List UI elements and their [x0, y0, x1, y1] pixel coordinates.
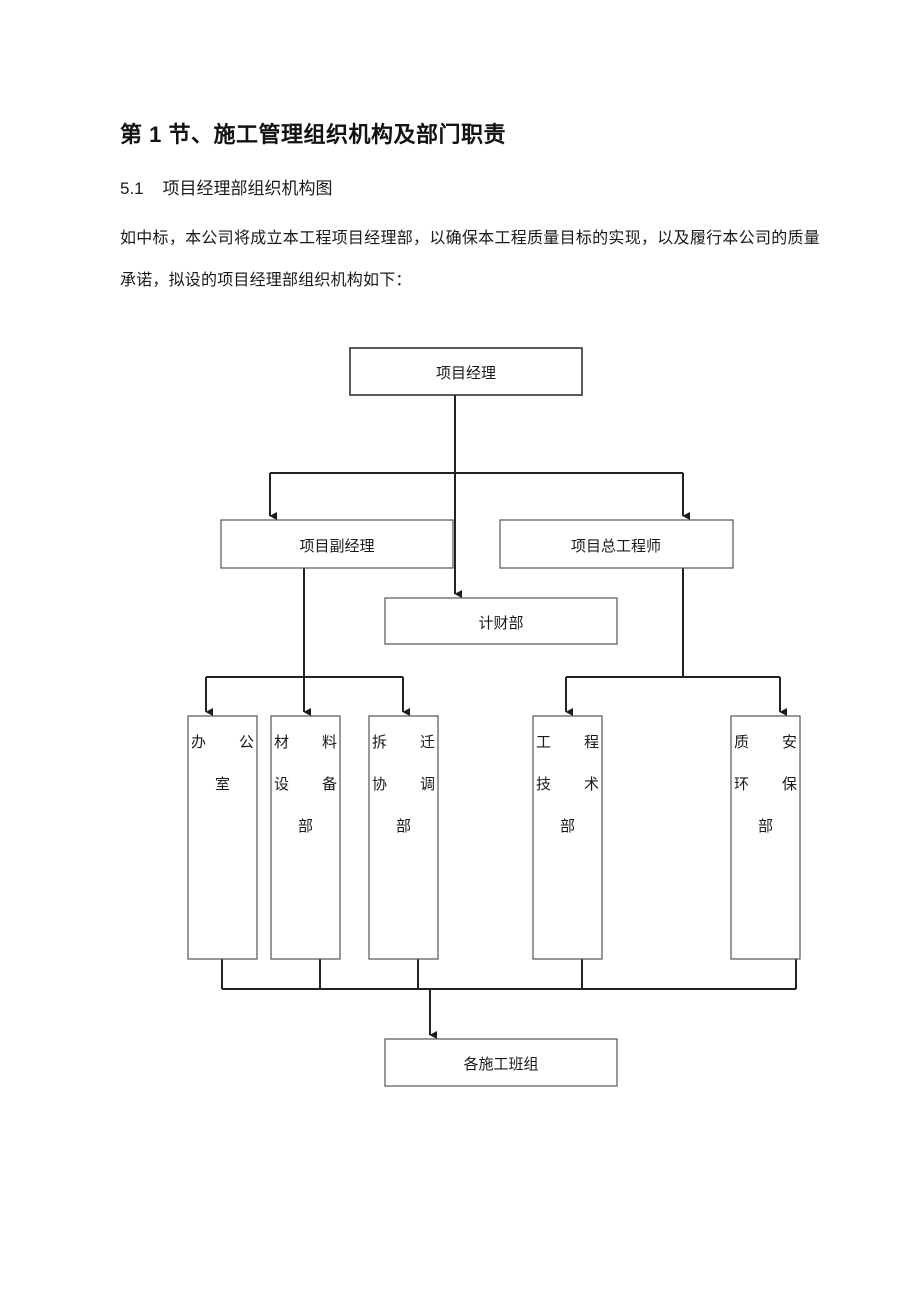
- node-relocation-dept-label-line3: 部: [396, 818, 420, 835]
- connector-layer: [205, 395, 797, 1040]
- node-quality-safety-dept-label-line1: 质 安: [734, 734, 806, 751]
- node-material-dept-label-line2: 设 备: [274, 776, 346, 793]
- node-relocation-dept[interactable]: 拆 迁 协 调 部: [368, 715, 444, 960]
- node-deputy-manager-label: 项目副经理: [299, 538, 374, 555]
- node-office-label-line2: 室: [215, 776, 239, 793]
- node-quality-safety-dept-label-line3: 部: [758, 818, 782, 835]
- document-body: 第 1 节、施工管理组织机构及部门职责 5.1 项目经理部组织机构图 如中标，本…: [120, 118, 820, 302]
- node-engineering-dept[interactable]: 工 程 技 术 部: [532, 715, 608, 960]
- node-chief-engineer-label: 项目总工程师: [571, 538, 661, 555]
- node-project-manager-label: 项目经理: [436, 365, 496, 382]
- node-work-teams-label: 各施工班组: [463, 1056, 538, 1073]
- node-relocation-dept-label-line2: 协 调: [372, 776, 444, 793]
- node-work-teams[interactable]: 各施工班组: [384, 1038, 618, 1087]
- node-quality-safety-dept-label-line2: 环 保: [734, 776, 806, 793]
- node-material-dept[interactable]: 材 料 设 备 部: [270, 715, 346, 960]
- node-engineering-dept-label-line3: 部: [560, 818, 584, 835]
- org-chart: 项目经理 项目副经理 项目总工程师 计财部 办 公 室: [0, 330, 920, 1120]
- node-engineering-dept-label-line2: 技 术: [536, 776, 608, 793]
- node-finance-dept-label: 计财部: [478, 615, 523, 632]
- node-relocation-dept-label-line1: 拆 迁: [372, 734, 444, 751]
- node-finance-dept[interactable]: 计财部: [384, 597, 618, 645]
- node-office[interactable]: 办 公 室: [187, 715, 263, 960]
- node-office-label-line1: 办 公: [191, 734, 263, 751]
- node-engineering-dept-label-line1: 工 程: [536, 734, 608, 751]
- subsection-heading: 5.1 项目经理部组织机构图: [120, 179, 333, 198]
- node-deputy-manager[interactable]: 项目副经理: [220, 519, 454, 569]
- node-material-dept-label-line1: 材 料: [274, 734, 346, 751]
- node-chief-engineer[interactable]: 项目总工程师: [499, 519, 734, 569]
- node-quality-safety-dept[interactable]: 质 安 环 保 部: [730, 715, 806, 960]
- node-project-manager[interactable]: 项目经理: [349, 347, 583, 396]
- node-material-dept-label-line3: 部: [298, 818, 322, 835]
- intro-paragraph: 如中标，本公司将成立本工程项目经理部，以确保本工程质量目标的实现，以及履行本公司…: [120, 230, 820, 289]
- page-title: 第 1 节、施工管理组织机构及部门职责: [120, 122, 506, 147]
